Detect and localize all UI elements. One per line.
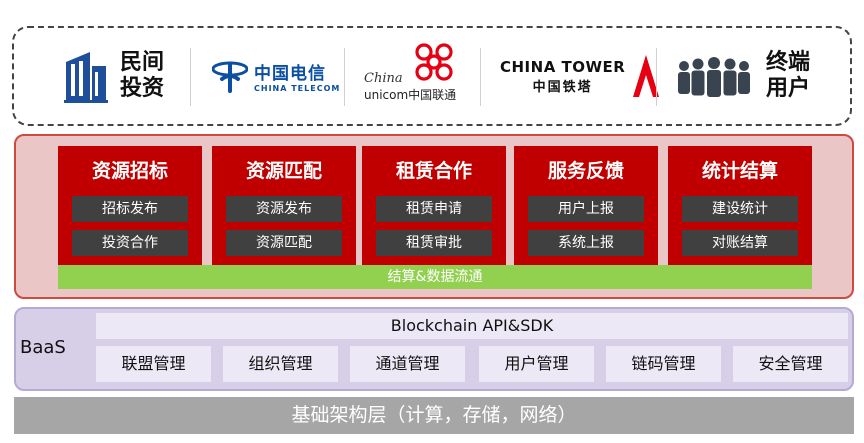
china-tower-en: CHINA TOWER bbox=[500, 57, 626, 76]
private-investment-line1: 民间 bbox=[120, 50, 165, 75]
module-title: 服务反馈 bbox=[547, 160, 624, 182]
separator bbox=[480, 48, 481, 106]
terminal-users-line2: 用户 bbox=[766, 76, 811, 101]
separator bbox=[656, 48, 657, 106]
building-icon bbox=[64, 52, 108, 103]
module-title: 资源招标 bbox=[91, 160, 168, 182]
partner-private-investment: 民间 投资 bbox=[64, 28, 164, 124]
module-resource-bidding: 资源招标 招标发布 投资合作 bbox=[58, 146, 202, 267]
partner-china-unicom: China unicom中国联通 bbox=[364, 28, 458, 124]
module-item: 对账结算 bbox=[682, 230, 798, 256]
unicom-knot-icon bbox=[415, 43, 453, 81]
module-lease-cooperation: 租赁合作 租赁申请 租赁审批 bbox=[362, 146, 506, 267]
module-item: 资源发布 bbox=[226, 196, 342, 222]
blockchain-api-bar: Blockchain API&SDK bbox=[96, 313, 848, 339]
separator bbox=[344, 48, 345, 106]
infrastructure-layer: 基础架构层（计算，存储，网络） bbox=[14, 397, 854, 434]
partner-china-tower: CHINA TOWER 中国铁塔 bbox=[500, 28, 661, 124]
module-item: 租赁申请 bbox=[376, 196, 492, 222]
telecom-logo-icon bbox=[212, 61, 248, 93]
china-telecom-cn: 中国电信 bbox=[254, 64, 326, 84]
terminal-users-line1: 终端 bbox=[766, 50, 811, 75]
baas-alliance-management: 联盟管理 bbox=[96, 346, 211, 382]
module-item: 资源匹配 bbox=[226, 230, 342, 256]
partner-terminal-users: 终端 用户 bbox=[676, 28, 810, 124]
module-service-feedback: 服务反馈 用户上报 系统上报 bbox=[514, 146, 658, 267]
china-unicom-en2: unicom中国联通 bbox=[364, 88, 457, 102]
baas-user-management: 用户管理 bbox=[479, 346, 594, 382]
module-item: 系统上报 bbox=[528, 230, 644, 256]
module-title: 统计结算 bbox=[701, 160, 778, 182]
baas-security-management: 安全管理 bbox=[733, 346, 848, 382]
module-resource-matching: 资源匹配 资源发布 资源匹配 bbox=[212, 146, 356, 267]
baas-label: BaaS bbox=[20, 337, 66, 358]
settlement-data-flow-bar: 结算&数据流通 bbox=[58, 265, 812, 289]
baas-channel-management: 通道管理 bbox=[350, 346, 465, 382]
private-investment-line2: 投资 bbox=[120, 76, 165, 101]
partner-china-telecom: 中国电信 CHINA TELECOM bbox=[212, 28, 340, 124]
china-tower-cn: 中国铁塔 bbox=[532, 79, 593, 95]
module-item: 租赁审批 bbox=[376, 230, 492, 256]
module-title: 租赁合作 bbox=[395, 160, 472, 182]
module-item: 招标发布 bbox=[72, 196, 188, 222]
module-item: 用户上报 bbox=[528, 196, 644, 222]
module-title: 资源匹配 bbox=[245, 160, 322, 182]
module-item: 建设统计 bbox=[682, 196, 798, 222]
separator bbox=[190, 48, 191, 106]
people-group-icon bbox=[678, 57, 750, 97]
baas-organization-management: 组织管理 bbox=[223, 346, 338, 382]
china-unicom-en1: China bbox=[364, 71, 403, 86]
module-item: 投资合作 bbox=[72, 230, 188, 256]
module-statistics-settlement: 统计结算 建设统计 对账结算 bbox=[668, 146, 812, 267]
tower-logo-icon bbox=[633, 55, 660, 97]
baas-chaincode-management: 链码管理 bbox=[606, 346, 721, 382]
china-telecom-en: CHINA TELECOM bbox=[254, 84, 341, 93]
